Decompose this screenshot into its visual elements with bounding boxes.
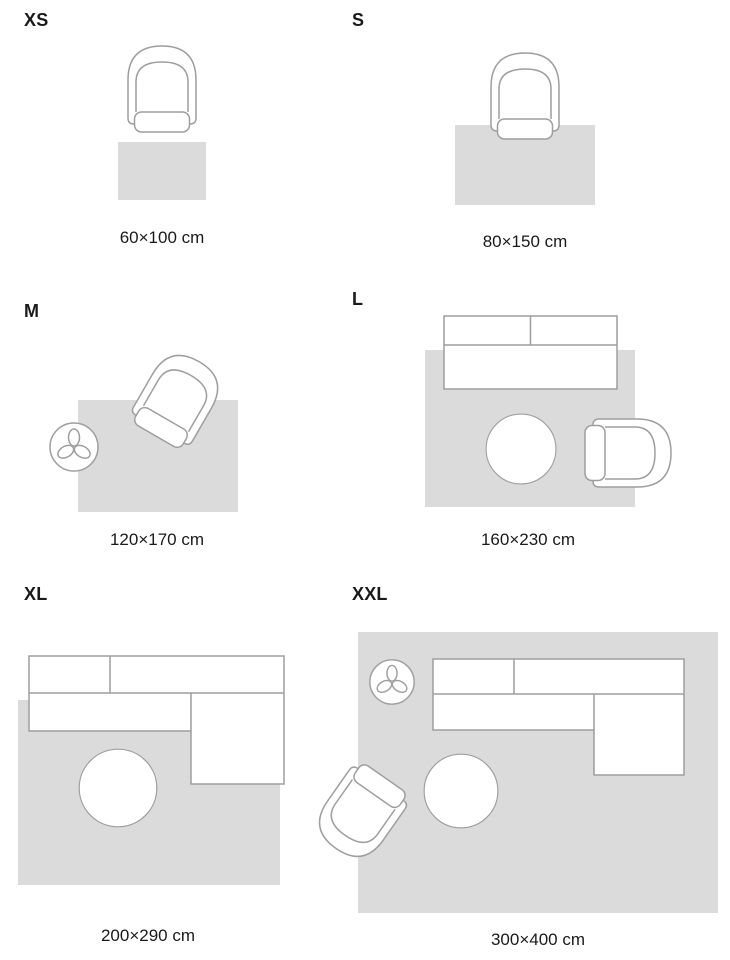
coffee-table-icon	[78, 748, 158, 828]
coffee-table-icon	[423, 753, 499, 829]
plant-icon	[48, 421, 100, 473]
size-label-xs: XS	[24, 10, 49, 30]
dimensions-l: 160×230 cm	[480, 530, 576, 549]
size-label-xxl: XXL	[352, 584, 388, 604]
size-label-m: M	[24, 301, 40, 321]
armchair-icon	[579, 408, 679, 498]
plant-icon	[368, 658, 416, 706]
dimensions-s: 80×150 cm	[482, 232, 568, 251]
size-label-l: L	[352, 289, 364, 309]
dimensions-m: 120×170 cm	[109, 530, 205, 549]
coffee-table-icon	[485, 413, 557, 485]
dimensions-xl: 200×290 cm	[100, 926, 196, 945]
rug-swatch-xs	[118, 142, 206, 200]
dimensions-xxl: 300×400 cm	[490, 930, 586, 949]
size-label-s: S	[352, 10, 365, 30]
size-label-xl: XL	[24, 584, 48, 604]
sofa-icon	[443, 315, 618, 390]
dimensions-xs: 60×100 cm	[119, 228, 205, 247]
armchair-icon	[117, 38, 207, 138]
armchair-icon	[480, 45, 570, 145]
